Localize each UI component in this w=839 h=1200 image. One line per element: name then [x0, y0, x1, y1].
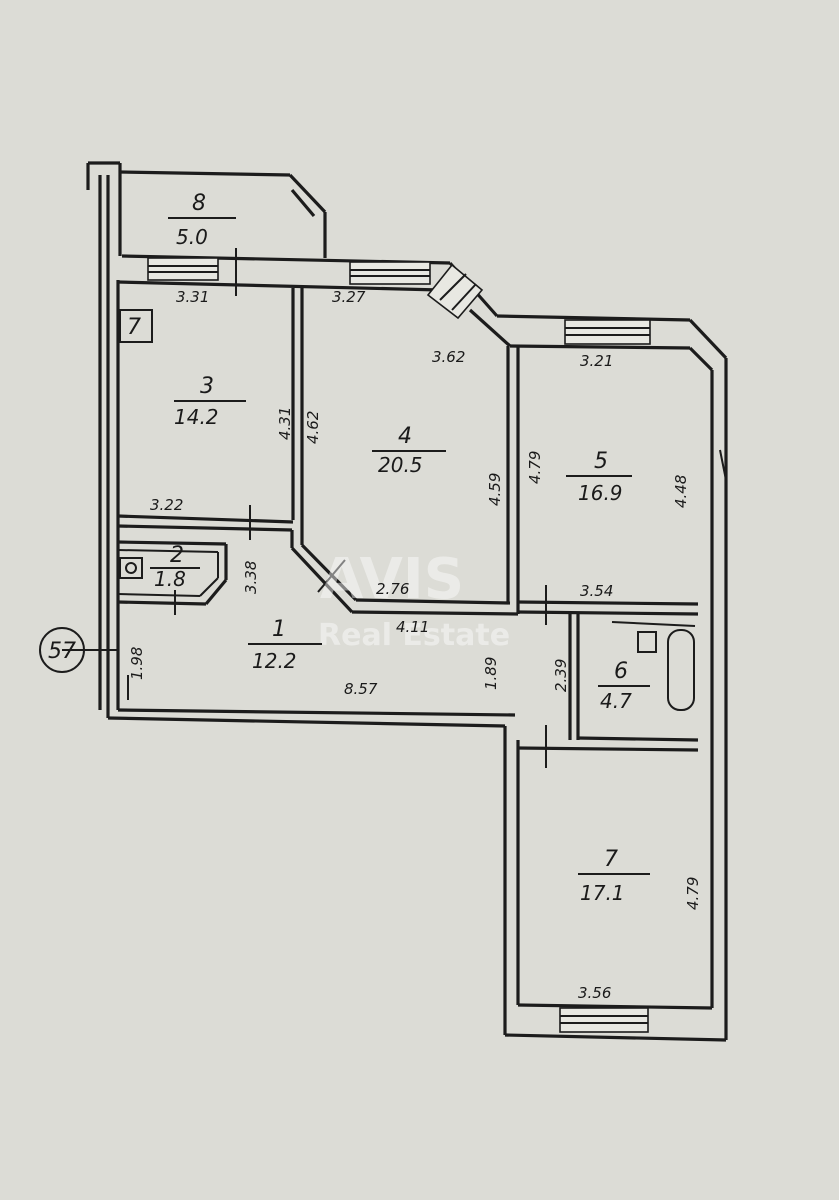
room-5-number: 5 — [594, 449, 608, 474]
room-8-area: 5.0 — [176, 225, 208, 249]
exterior-walls — [86, 161, 728, 1042]
toilet-bowl-icon — [125, 562, 137, 574]
dim-1-98: 1.98 — [128, 647, 146, 680]
section-marker: 57 — [39, 627, 85, 673]
dimension-labels: 3.31 3.27 3.62 3.21 3.22 2.76 3.54 4.11 … — [128, 288, 702, 1002]
room-2-area: 1.8 — [154, 567, 186, 591]
bathtub-icon — [667, 629, 695, 711]
room-1-area: 12.2 — [252, 649, 297, 673]
dim-4-48: 4.48 — [672, 475, 690, 508]
toilet-icon — [119, 557, 143, 579]
room-6-area: 4.7 — [600, 689, 632, 713]
dim-2-39: 2.39 — [552, 659, 570, 692]
room-7-number: 7 — [604, 847, 618, 872]
dim-3-38: 3.38 — [242, 561, 260, 594]
windows — [147, 257, 651, 1033]
dim-4-11: 4.11 — [396, 618, 429, 636]
dim-3-54: 3.54 — [580, 582, 613, 600]
dim-3-56: 3.56 — [578, 984, 611, 1002]
dim-3-31: 3.31 — [176, 288, 209, 306]
dim-4-59: 4.59 — [486, 473, 504, 506]
corner-mark: 7 — [127, 315, 141, 340]
dim-4-79-room7: 4.79 — [684, 877, 702, 910]
watermark-logo: AVIS — [320, 547, 464, 612]
dim-4-31: 4.31 — [276, 407, 294, 440]
sink-icon — [637, 631, 657, 653]
interior-walls — [117, 288, 699, 752]
dim-3-27: 3.27 — [332, 288, 366, 306]
dim-3-62: 3.62 — [432, 348, 465, 366]
room-2-number: 2 — [170, 543, 184, 568]
room-1-number: 1 — [272, 617, 286, 642]
room-labels: 8 5.0 3 14.2 4 20.5 5 16.9 2 1.8 1 12.2 … — [150, 191, 650, 905]
watermark-subtitle: Real Estate — [318, 618, 510, 653]
balcony-walls — [118, 163, 327, 258]
fixtures — [119, 557, 696, 711]
dim-2-76: 2.76 — [376, 580, 409, 598]
dimension-ticks — [62, 248, 727, 768]
dim-3-22: 3.22 — [150, 496, 183, 514]
dim-4-79-room5: 4.79 — [526, 451, 544, 484]
dim-4-62: 4.62 — [304, 411, 322, 444]
room-3-number: 3 — [200, 374, 214, 399]
dim-1-89: 1.89 — [482, 657, 500, 690]
room-4-area: 20.5 — [378, 453, 423, 477]
dim-8-57: 8.57 — [344, 680, 378, 698]
room-8-number: 8 — [192, 191, 206, 216]
room-4-number: 4 — [398, 424, 412, 449]
dim-3-21: 3.21 — [580, 352, 613, 370]
room-5-area: 16.9 — [578, 481, 623, 505]
room-7-area: 17.1 — [580, 881, 625, 905]
corner-mark-box — [119, 309, 153, 343]
section-marker-label: 57 — [48, 639, 76, 664]
room-6-number: 6 — [614, 659, 628, 684]
room-3-area: 14.2 — [174, 405, 219, 429]
